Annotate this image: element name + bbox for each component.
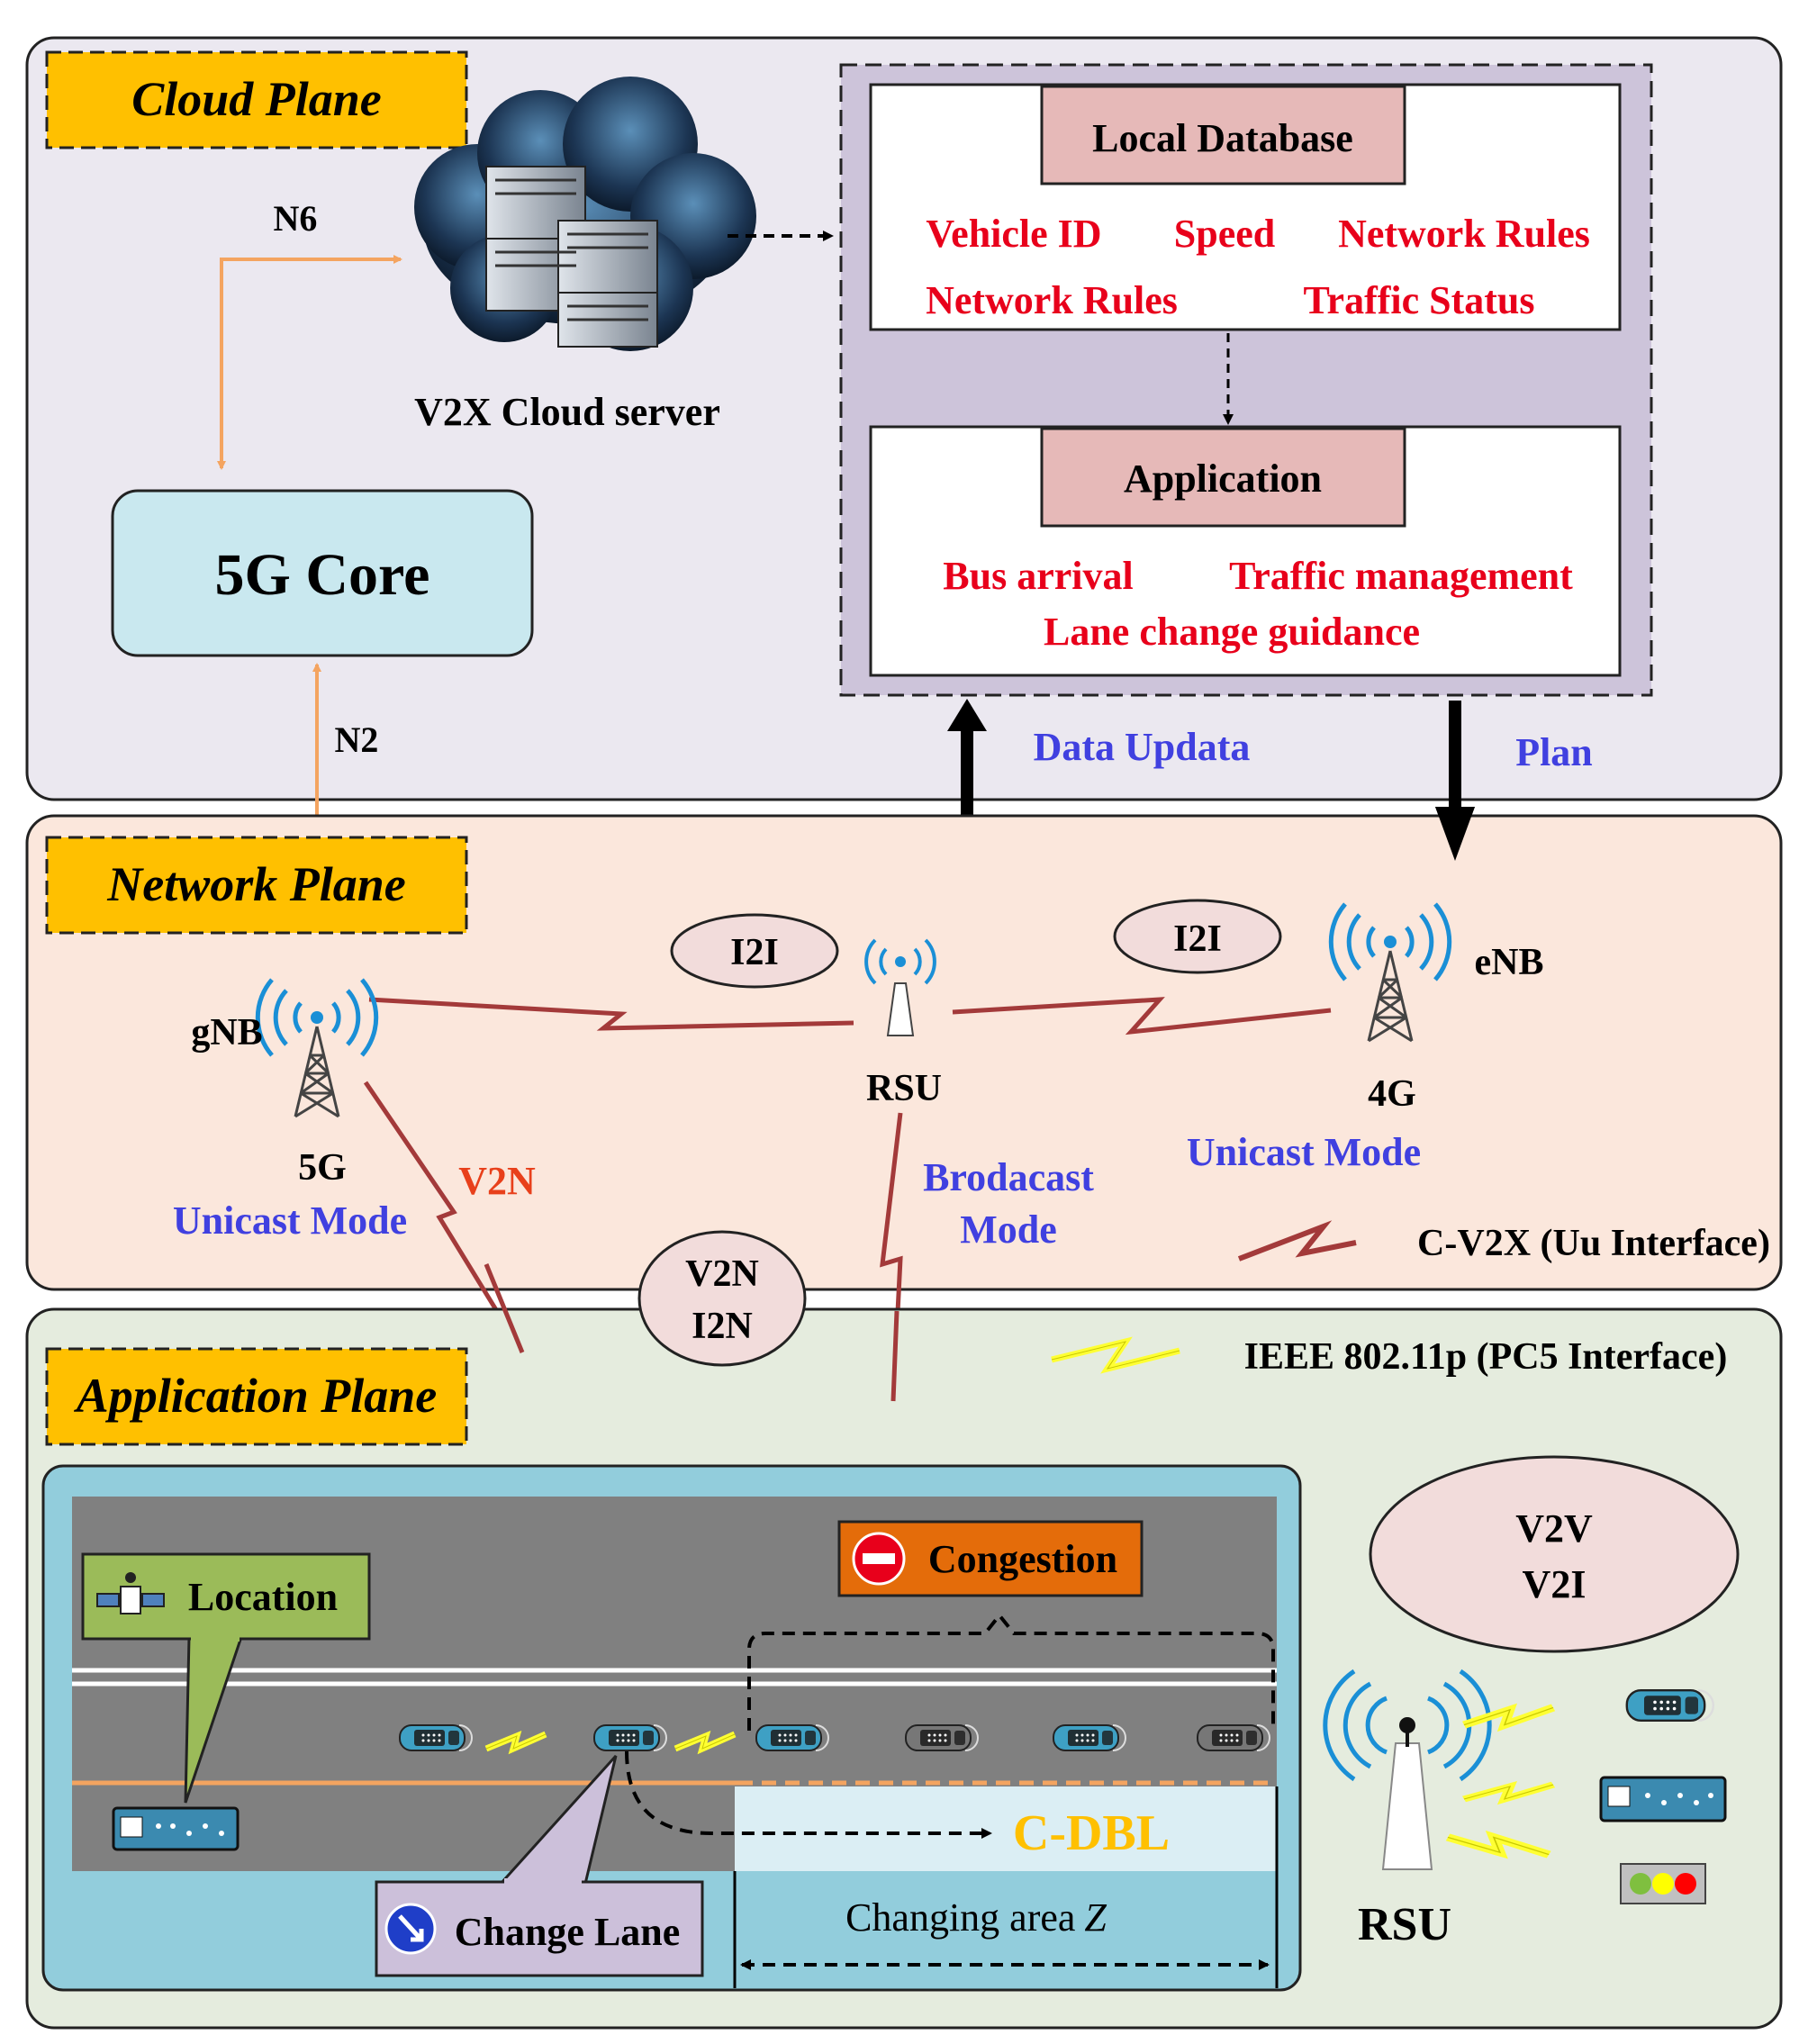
- uu-link-gnb-rsu: [368, 997, 854, 1031]
- obu-icon: [112, 1806, 240, 1851]
- traffic-light-icon: [1620, 1863, 1706, 1904]
- v2n-i2n-ellipse: V2N I2N: [637, 1230, 807, 1367]
- svg-text:I2I: I2I: [1173, 918, 1222, 960]
- turn-icon: [384, 1903, 437, 1955]
- network-plane-label: Network Plane: [45, 836, 468, 935]
- rsu-mode-line2: Mode: [960, 1207, 1057, 1252]
- n6-label: N6: [274, 198, 318, 239]
- db-item-vehicle-id: Vehicle ID: [926, 212, 1101, 256]
- db-item-network-rules-2: Network Rules: [926, 278, 1178, 322]
- rsu-mode-line1: Brodacast: [923, 1155, 1094, 1199]
- car-1: [399, 1724, 473, 1751]
- db-item-traffic-status: Traffic Status: [1303, 278, 1534, 322]
- rsu-icon: [1323, 1669, 1492, 1870]
- lane-change-path: [625, 1750, 992, 1839]
- svg-text:V2N: V2N: [685, 1253, 759, 1295]
- legend-uu: C-V2X (Uu Interface): [1237, 1220, 1770, 1264]
- local-database-box: Local Database Vehicle ID Speed Network …: [869, 83, 1622, 331]
- v2n-link-tail: [484, 1263, 525, 1353]
- data-update-label: Data Updata: [1034, 725, 1251, 769]
- legend-pc5-label: IEEE 802.11p (PC5 Interface): [1244, 1336, 1728, 1378]
- network-plane-panel: [25, 814, 1783, 1291]
- plan-label: Plan: [1515, 730, 1593, 774]
- car-icon: [1625, 1688, 1715, 1723]
- satellite-icon: [96, 1572, 165, 1614]
- legend-pc5: IEEE 802.11p (PC5 Interface): [1051, 1336, 1728, 1378]
- data-panel: Local Database Vehicle ID Speed Network …: [839, 63, 1653, 697]
- i2i-left-ellipse: I2I: [670, 913, 839, 989]
- application-plane-label: Application Plane: [45, 1347, 468, 1446]
- app-item-lane-change: Lane change guidance: [1044, 610, 1420, 654]
- i2i-right-ellipse: I2I: [1113, 899, 1282, 974]
- v2v-v2i-ellipse: V2V V2I: [1369, 1455, 1740, 1653]
- location-callout: Location: [81, 1552, 371, 1804]
- server-label: V2X Cloud server: [414, 390, 720, 434]
- svg-text:Application Plane: Application Plane: [74, 1369, 438, 1423]
- server-icon: [485, 166, 658, 348]
- no-entry-icon: [852, 1532, 906, 1586]
- car-5: [1053, 1724, 1126, 1751]
- congestion-label-box: Congestion: [837, 1520, 1144, 1597]
- app-item-traffic-management: Traffic management: [1229, 554, 1573, 598]
- db-item-network-rules: Network Rules: [1338, 212, 1590, 256]
- core-label: 5G Core: [215, 542, 430, 608]
- v2n-label: V2N: [458, 1159, 536, 1203]
- change-lane-label: Change Lane: [455, 1910, 681, 1954]
- rsu-application: RSU: [1323, 1669, 1727, 1950]
- n6-link: N6: [217, 198, 402, 470]
- v2x-cloud-server: V2X Cloud server: [414, 77, 756, 434]
- gnb-tech-label: 5G: [298, 1147, 347, 1189]
- broadcast-link-tail: [890, 1310, 899, 1402]
- svg-text:I2I: I2I: [730, 932, 779, 973]
- application-title: Application: [1124, 457, 1322, 501]
- congestion-bracket: [747, 1612, 1275, 1731]
- c-dbl-label: C-DBL: [1013, 1805, 1170, 1861]
- change-lane-callout: Change Lane: [375, 1754, 704, 1977]
- 5g-core: 5G Core: [111, 489, 534, 657]
- app-item-bus-arrival: Bus arrival: [943, 554, 1133, 598]
- rsu-network: RSU Brodacast Mode: [864, 938, 1094, 1252]
- road-scene: Congestion Location: [41, 1464, 1302, 1992]
- application-box: Application Bus arrival Traffic manageme…: [869, 425, 1622, 677]
- enb-mode-label: Unicast Mode: [1187, 1130, 1421, 1174]
- db-item-speed: Speed: [1174, 212, 1275, 256]
- car-4: [905, 1724, 979, 1751]
- plan-arrow-head: [1435, 807, 1475, 861]
- c-dbl-lane: [735, 1786, 1277, 1871]
- location-label: Location: [188, 1575, 338, 1619]
- car-3: [755, 1724, 829, 1751]
- rsu-icon: [864, 938, 936, 1036]
- svg-text:I2N: I2N: [692, 1306, 753, 1347]
- uu-link-rsu-enb: [952, 997, 1332, 1036]
- svg-text:Network Plane: Network Plane: [106, 857, 406, 911]
- v2n-link: V2N: [363, 1081, 536, 1354]
- congestion-label: Congestion: [928, 1537, 1117, 1581]
- rsu-network-label: RSU: [866, 1068, 942, 1109]
- enb-tower: eNB 4G Unicast Mode: [1187, 904, 1544, 1174]
- svg-text:V2I: V2I: [1523, 1562, 1587, 1606]
- svg-text:Cloud Plane: Cloud Plane: [131, 72, 382, 126]
- gnb-mode-label: Unicast Mode: [173, 1198, 407, 1243]
- enb-tech-label: 4G: [1368, 1073, 1416, 1115]
- enb-label: eNB: [1475, 942, 1544, 983]
- local-database-title: Local Database: [1092, 116, 1353, 160]
- data-update-arrow: Data Updata: [947, 699, 1250, 837]
- n2-label: N2: [335, 719, 379, 760]
- rsu-application-label: RSU: [1358, 1899, 1451, 1950]
- car-6: [1197, 1724, 1270, 1751]
- car-2: [593, 1724, 667, 1751]
- svg-text:V2V: V2V: [1515, 1506, 1593, 1551]
- gnb-label: gNB: [191, 1012, 262, 1054]
- gnb-tower: gNB 5G Unicast Mode: [173, 980, 407, 1243]
- cloud-plane-label: Cloud Plane: [45, 50, 468, 149]
- n2-link: N2: [312, 663, 379, 827]
- legend-uu-label: C-V2X (Uu Interface): [1417, 1223, 1770, 1264]
- obu-icon: [1599, 1776, 1727, 1822]
